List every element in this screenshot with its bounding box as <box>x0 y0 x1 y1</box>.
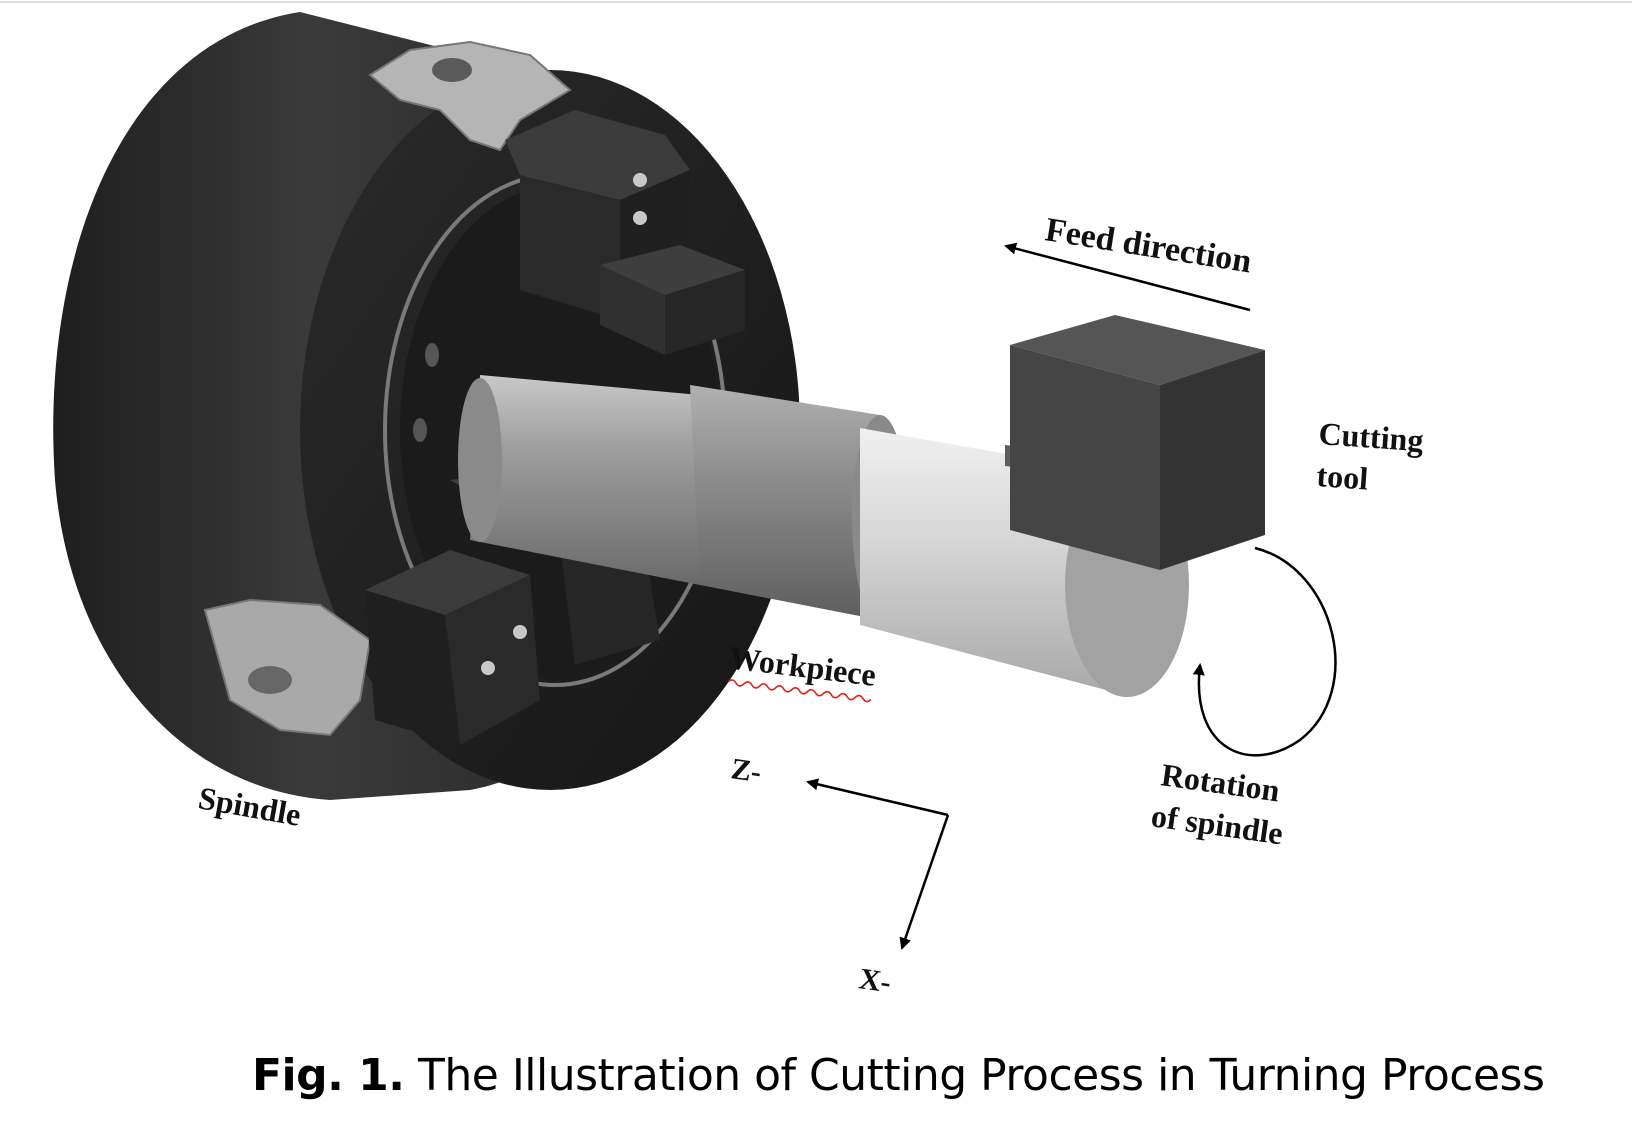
tool-top <box>1010 315 1265 385</box>
feed-direction-arrow <box>1004 242 1251 312</box>
cutting-tool-label-line2: tool <box>1316 457 1370 497</box>
figure-caption-text: The Illustration of Cutting Process in T… <box>418 1050 1545 1101</box>
workpiece-label: Workpiece <box>727 639 878 693</box>
top-jaw-screw-2 <box>633 211 647 225</box>
bottom-plate <box>203 598 372 737</box>
top-plate <box>368 40 572 152</box>
workpiece-shaft <box>470 375 700 585</box>
bore-hole-2 <box>413 418 427 442</box>
bore-hole-1 <box>425 343 439 367</box>
tool-front <box>1010 345 1160 570</box>
feed-direction-label: Feed direction <box>1043 211 1254 280</box>
bottom-plate-hole-icon <box>248 666 292 694</box>
x-axis-arrow <box>899 814 950 950</box>
x-axis-label: X- <box>857 962 893 999</box>
tool-side <box>1160 350 1265 570</box>
spellcheck-underline <box>727 679 872 703</box>
figure-number: Fig. 1. <box>252 1050 405 1101</box>
z-axis-label: Z- <box>729 752 763 789</box>
spindle-chuck <box>53 12 800 800</box>
cutting-tool-label-line1: Cutting <box>1318 415 1425 458</box>
figure-caption: Fig. 1. The Illustration of Cutting Proc… <box>252 1050 1545 1101</box>
top-jaw-screw-1 <box>633 173 647 187</box>
cutting-tool <box>1005 315 1265 570</box>
axis-indicator <box>806 778 950 950</box>
bottom-jaw-screw-2 <box>481 661 495 675</box>
workpiece-step <box>690 385 880 620</box>
rotation-arrow <box>1192 546 1337 757</box>
top-plate-hole-icon <box>432 58 472 82</box>
top-jaw <box>505 110 745 355</box>
z-axis-arrow <box>806 778 949 817</box>
bottom-jaw-screw-1 <box>513 625 527 639</box>
workpiece-shaft-end <box>458 378 502 542</box>
